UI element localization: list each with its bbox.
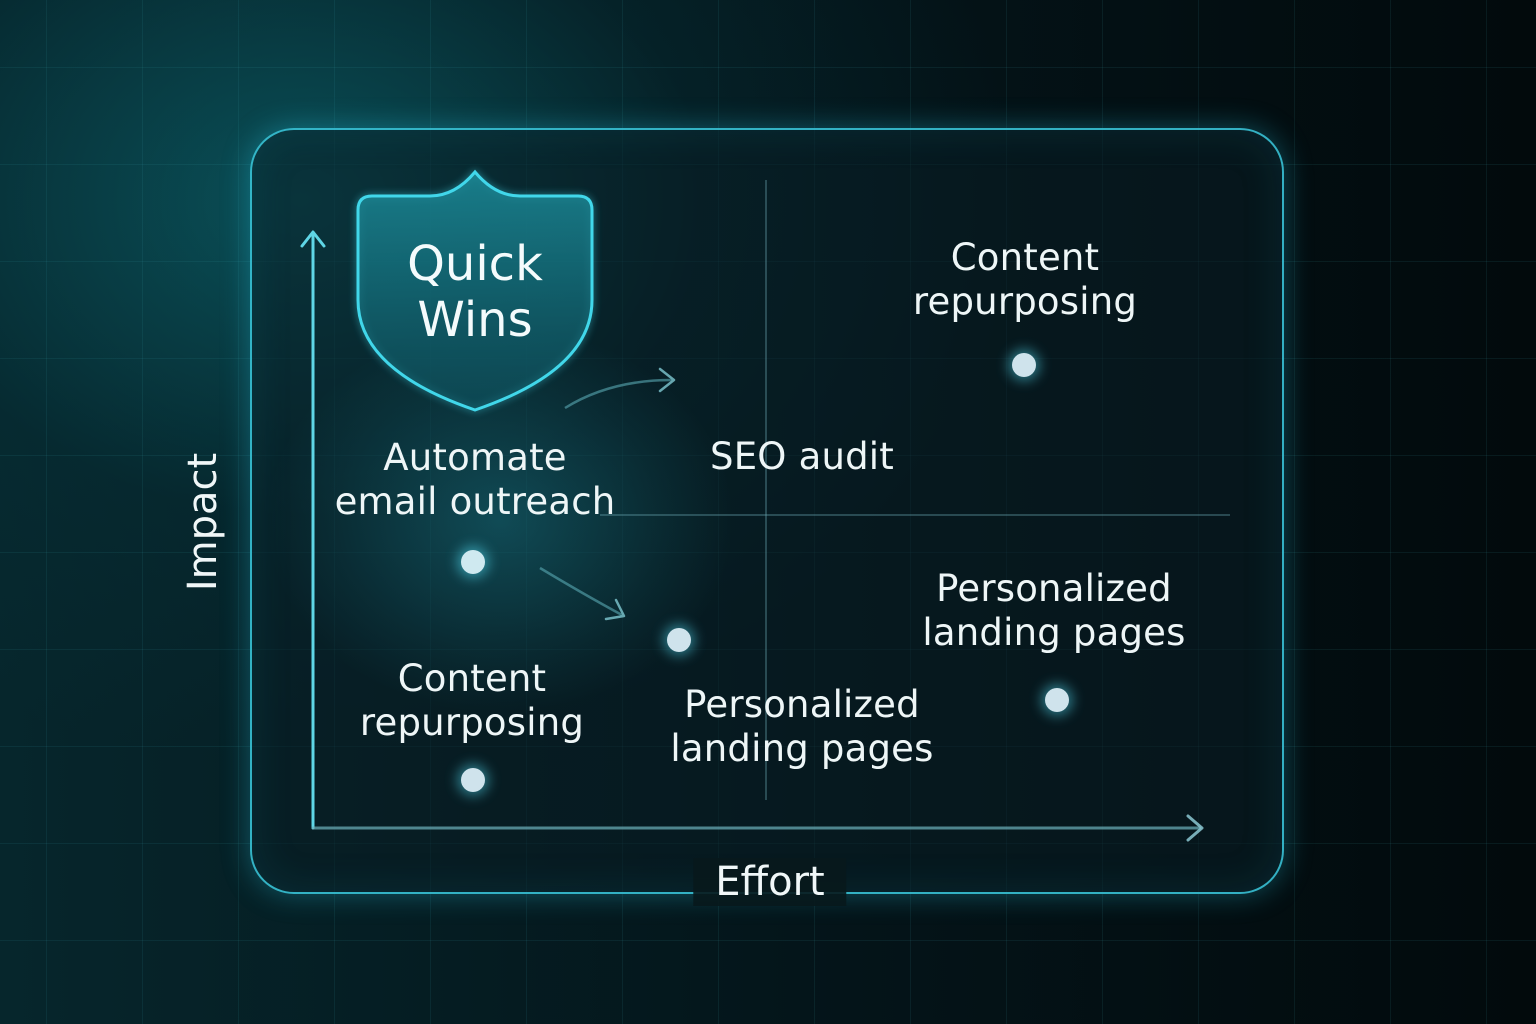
quick-wins-line-1: Quick xyxy=(407,236,543,292)
item-line: landing pages xyxy=(922,611,1186,654)
item-line: Personalized xyxy=(684,683,920,726)
item-personalized-landing-pages-middle: Personalized landing pages xyxy=(670,683,933,771)
dot-content-bottom xyxy=(457,764,489,796)
flow-arrow-to-seo xyxy=(564,367,676,410)
item-line: Personalized xyxy=(936,567,1172,610)
quick-wins-label: Quick Wins xyxy=(407,236,543,348)
dot-automate-email xyxy=(457,546,489,578)
dot-landing-right xyxy=(1041,684,1073,716)
y-axis xyxy=(300,230,326,830)
item-line: email outreach xyxy=(334,480,616,523)
item-content-repurposing-top: Content repurposing xyxy=(913,236,1137,324)
item-line: SEO audit xyxy=(710,435,894,478)
item-automate-email-outreach: Automate email outreach xyxy=(335,436,616,524)
quick-wins-line-2: Wins xyxy=(417,292,533,348)
y-axis-label: Impact xyxy=(180,452,226,592)
x-axis-label: Effort xyxy=(693,858,847,906)
item-seo-audit: SEO audit xyxy=(710,435,894,479)
item-line: Content xyxy=(950,236,1100,279)
item-line: repurposing xyxy=(359,701,585,744)
item-line: landing pages xyxy=(670,727,934,770)
item-line: Automate xyxy=(383,436,567,479)
x-axis xyxy=(311,814,1204,842)
item-content-repurposing-bottom: Content repurposing xyxy=(360,657,584,745)
quick-wins-shield-icon xyxy=(356,169,594,412)
item-personalized-landing-pages-right: Personalized landing pages xyxy=(922,567,1185,655)
item-line: Content xyxy=(397,657,547,700)
dot-content-top xyxy=(1008,349,1040,381)
dot-landing-middle xyxy=(663,624,695,656)
item-line: repurposing xyxy=(912,280,1138,323)
flow-arrow-to-landing xyxy=(539,566,626,621)
